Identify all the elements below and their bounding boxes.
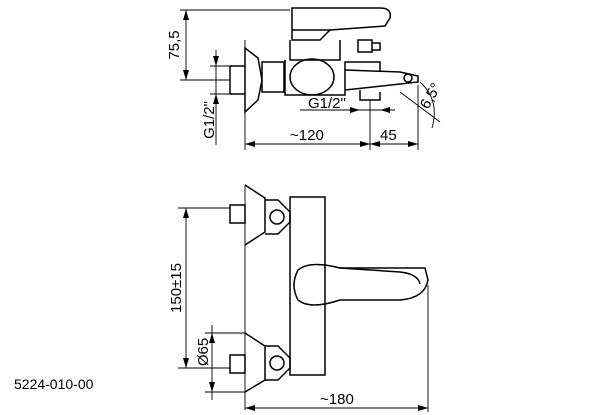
front-inlet-upper	[229, 204, 246, 224]
side-view: 75,5 G1/2" G1/2" ~120 45 6,5°	[166, 7, 445, 150]
arrow	[245, 405, 255, 411]
side-diverter-tip	[372, 42, 381, 51]
front-nut-lower	[265, 345, 291, 381]
front-inlet-lower	[229, 354, 246, 374]
side-spout-aerator	[403, 73, 413, 83]
arrow	[370, 141, 380, 147]
arrow	[408, 141, 418, 147]
arrow	[213, 94, 219, 104]
front-nut-upper	[265, 199, 291, 235]
dim-spout-depth-label: 45	[380, 127, 397, 144]
arrow	[213, 56, 219, 66]
front-handle	[293, 263, 429, 306]
arrow	[183, 70, 189, 80]
arrow	[209, 382, 215, 392]
arrow	[350, 107, 360, 113]
arrow	[183, 358, 189, 368]
side-inlet	[229, 65, 245, 95]
dim-thread-outlet-label: G1/2"	[308, 95, 346, 112]
side-rosette	[244, 46, 263, 114]
arrow	[360, 141, 370, 147]
side-body-oval	[289, 58, 335, 96]
dim-width-label: ~180	[320, 391, 354, 408]
arrow	[418, 405, 428, 411]
front-rosette-lower	[244, 332, 266, 393]
arrow	[183, 208, 189, 218]
arrow	[380, 107, 390, 113]
arrow	[245, 141, 255, 147]
side-body	[284, 60, 381, 96]
side-body-upper	[289, 40, 341, 61]
side-nut	[261, 61, 285, 93]
side-outlet	[359, 90, 381, 101]
dim-center-distance-label: 150±15	[168, 263, 185, 313]
side-diverter-knob	[357, 39, 373, 53]
dim-depth-label: ~120	[290, 127, 324, 144]
front-body	[289, 196, 326, 376]
dim-thread-inlet-label: G1/2"	[201, 101, 218, 139]
side-spout	[344, 69, 419, 91]
front-view: 150±15 Ø65 ~180	[168, 184, 429, 412]
arrow	[183, 10, 189, 20]
front-rosette-upper	[244, 184, 266, 246]
front-nut-lower-circle	[269, 355, 285, 371]
side-handle	[291, 7, 392, 41]
dim-angle-arc	[419, 81, 435, 129]
dim-rosette-label: Ø65	[195, 338, 212, 366]
front-nut-upper-circle	[269, 209, 285, 225]
arrow	[209, 333, 215, 343]
front-handle-edge	[339, 267, 421, 285]
dim-height-top-label: 75,5	[166, 30, 183, 59]
product-code: 5224-010-00	[14, 376, 94, 392]
dim-angle-line	[399, 91, 441, 123]
